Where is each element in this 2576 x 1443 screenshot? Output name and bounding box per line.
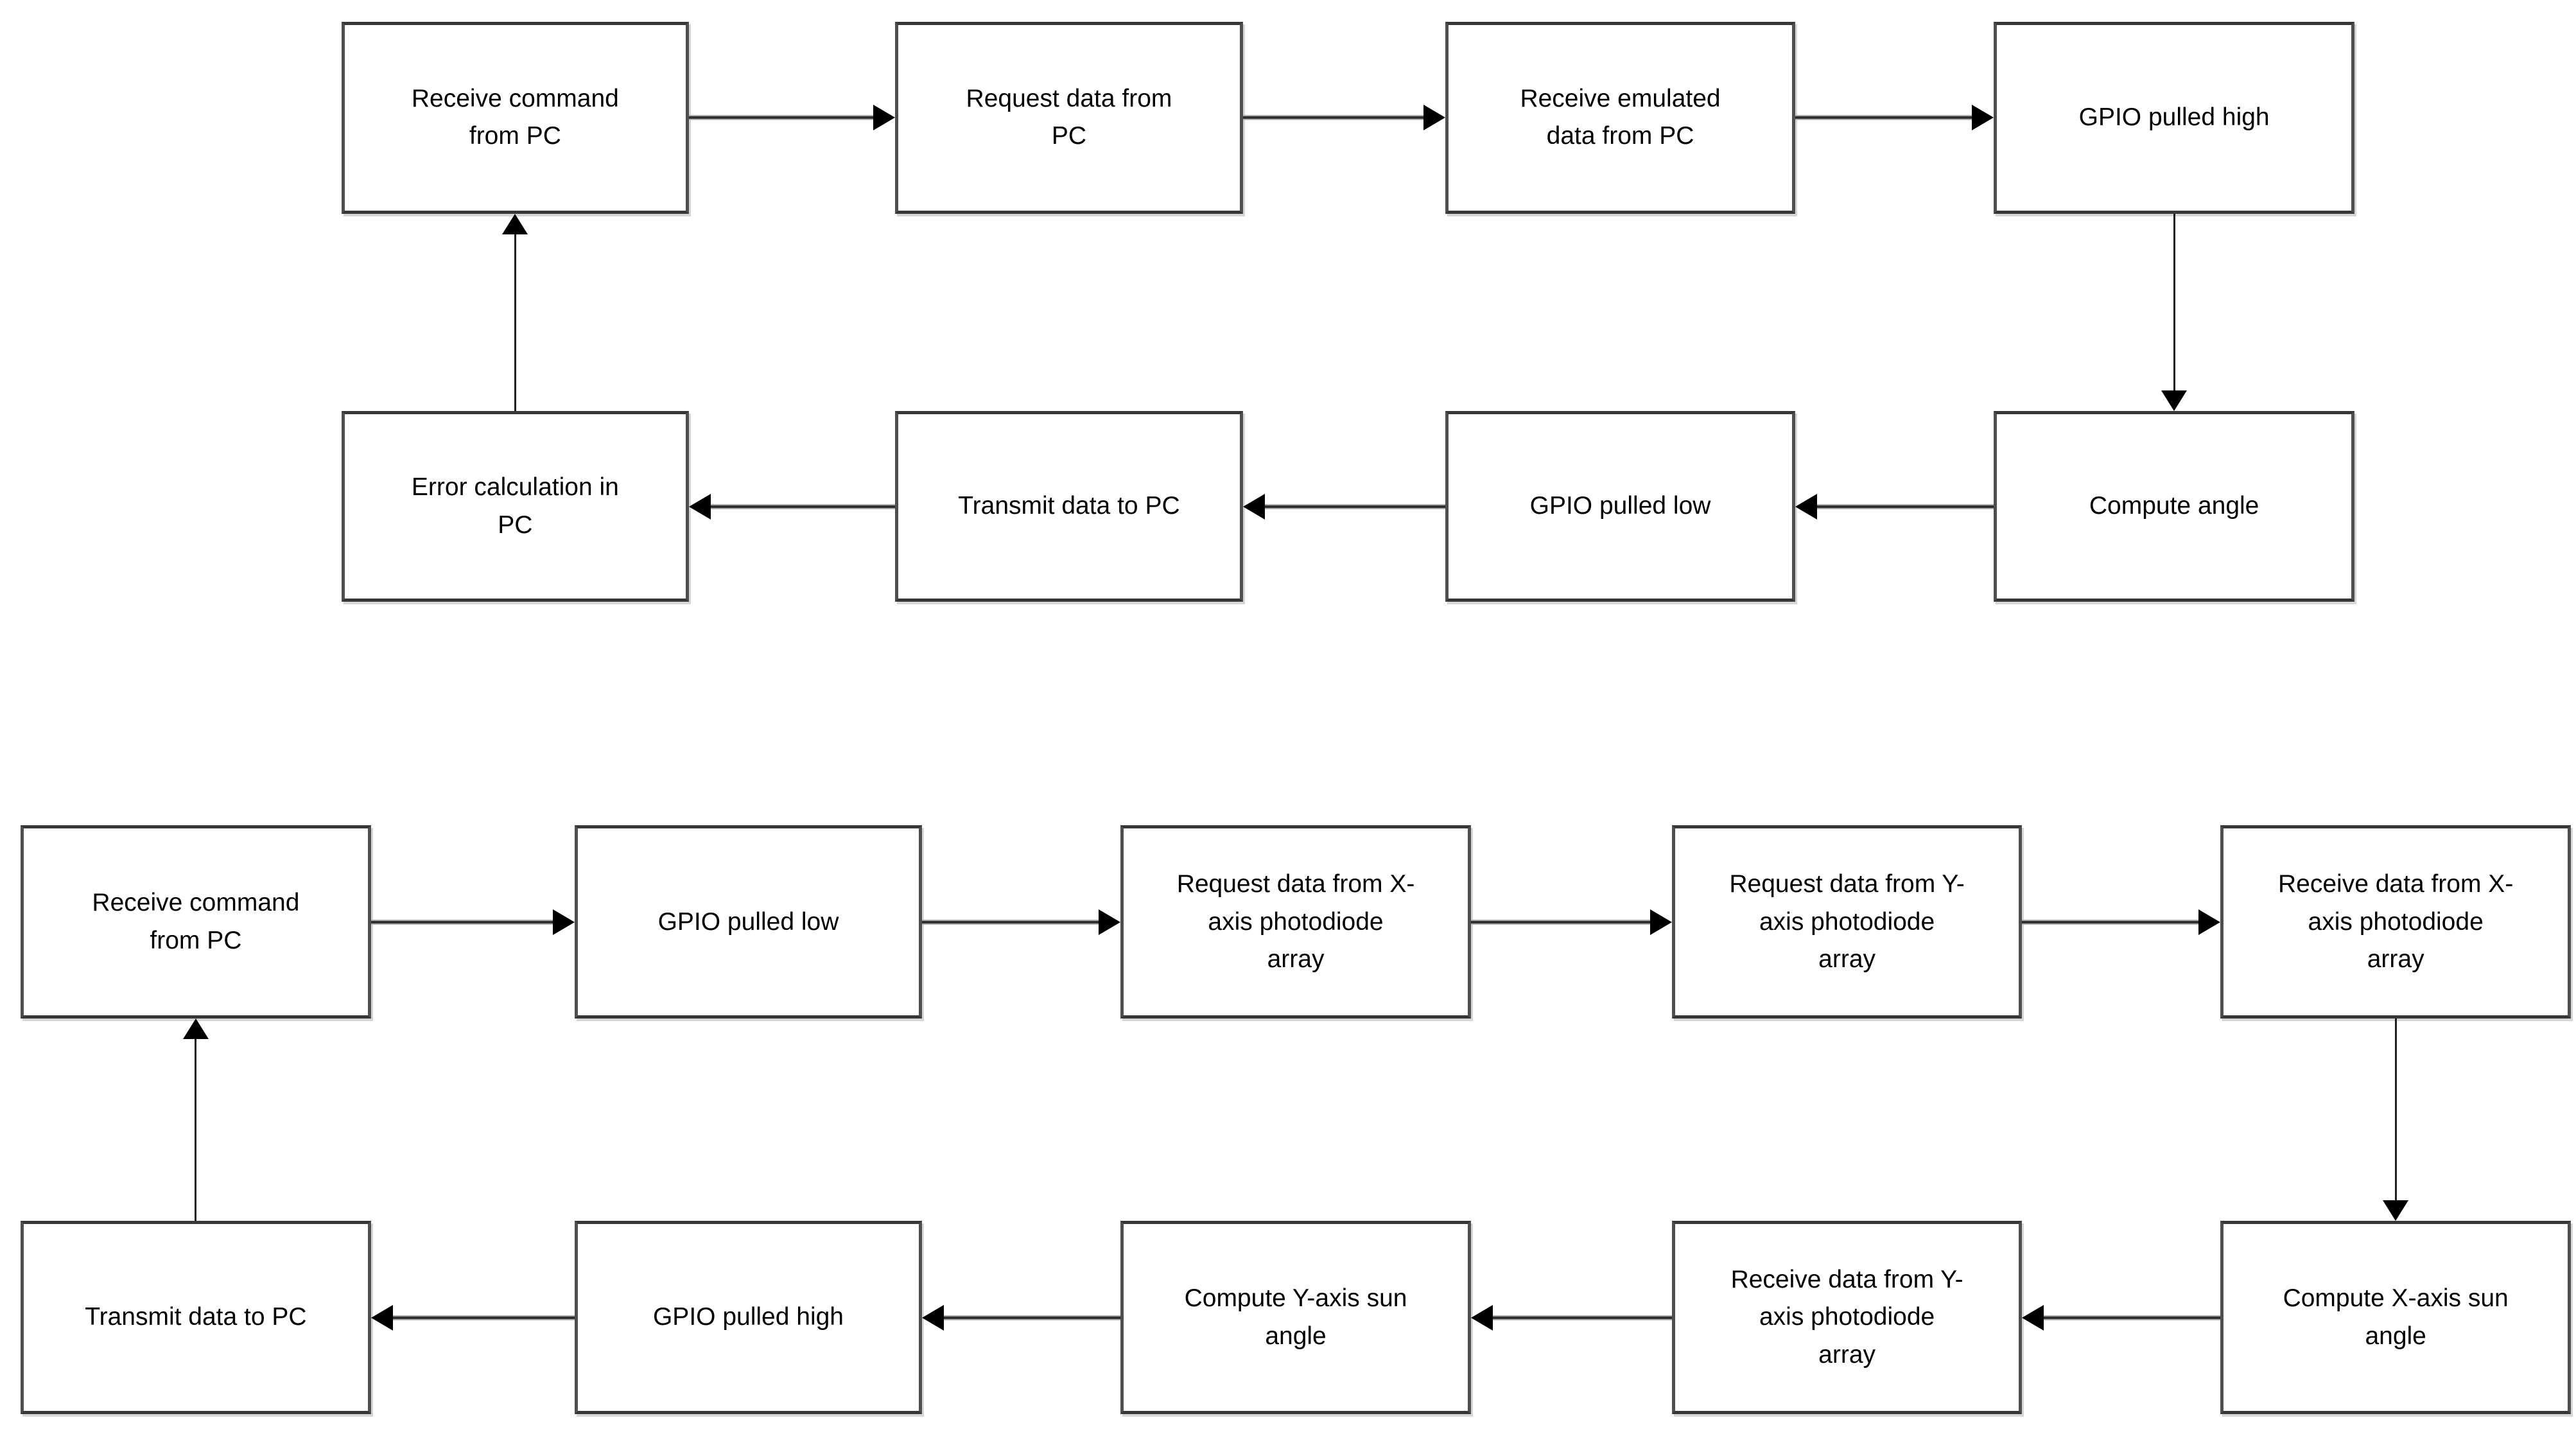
box-receive-command-from-pc-2: Receive command from PC [21,825,371,1019]
arrowhead-right-icon [1423,105,1445,131]
arrowhead-right-icon [1649,909,1672,935]
connector-arrow-left [1795,493,1994,520]
connector-arrow-left [1242,493,1445,520]
arrow-line [2044,1315,2221,1320]
arrow-line [392,1315,575,1320]
arrow-line [2022,919,2199,925]
box-receive-command-from-pc: Receive command from PC [341,21,690,214]
connector-arrow-right [1795,104,1994,131]
connector-arrow-right [1242,104,1445,131]
arrow-line [689,115,874,121]
box-request-data-y-axis: Request data from Y- axis photodiode arr… [1671,825,2023,1019]
connector-arrow-right [370,909,575,936]
arrowhead-right-icon [2198,909,2221,935]
box-error-calculation-in-pc: Error calculation in PC [341,411,690,602]
connector-arrow-right [922,909,1121,936]
arrowhead-left-icon [2022,1304,2044,1331]
arrow-line [1817,503,1994,509]
box-request-data-x-axis: Request data from X- axis photodiode arr… [1120,825,1471,1019]
connector-arrow-right [689,104,896,131]
connector-arrow-down [2160,213,2188,412]
connector-arrow-left [689,493,896,520]
arrowhead-left-icon [922,1304,944,1331]
arrowhead-right-icon [1972,105,1994,131]
box-receive-emulated-data-from-pc: Receive emulated data from PC [1445,21,1796,214]
arrow-line [1264,503,1445,509]
arrowhead-down-icon [2161,390,2188,412]
box-gpio-pulled-low: GPIO pulled low [1445,411,1796,602]
box-receive-data-y-axis: Receive data from Y- axis photodiode arr… [1671,1220,2023,1415]
box-transmit-data-to-pc-2: Transmit data to PC [21,1220,371,1415]
connector-arrow-down [2381,1019,2410,1221]
arrowhead-up-icon [502,213,528,234]
arrowhead-left-icon [1242,493,1265,520]
arrowhead-up-icon [182,1019,209,1040]
box-compute-x-axis-sun-angle: Compute X-axis sun angle [2220,1220,2571,1415]
box-gpio-pulled-low-2: GPIO pulled low [574,825,923,1019]
box-compute-angle: Compute angle [1994,411,2354,602]
box-request-data-from-pc: Request data from PC [895,21,1243,214]
arrowhead-right-icon [1099,909,1121,935]
box-transmit-data-to-pc: Transmit data to PC [895,411,1243,602]
arrowhead-left-icon [370,1304,393,1331]
arrowhead-down-icon [2383,1200,2409,1221]
connector-arrow-right [2022,909,2221,936]
arrow-line [1795,115,1972,121]
connector-arrow-up [182,1019,210,1221]
arrow-line [922,919,1099,925]
arrow-line [1242,115,1423,121]
connector-arrow-left [1470,1304,1672,1331]
arrowhead-left-icon [689,493,711,520]
arrow-line [370,919,553,925]
arrow-line [2173,213,2175,391]
arrowhead-right-icon [873,105,896,131]
arrow-line [1470,919,1650,925]
connector-arrow-right [1470,909,1672,936]
arrow-line [514,234,516,412]
arrow-line [711,503,896,509]
connector-arrow-left [922,1304,1121,1331]
arrow-line [944,1315,1121,1320]
connector-arrow-left [370,1304,575,1331]
box-gpio-pulled-high-2: GPIO pulled high [574,1220,923,1415]
box-gpio-pulled-high: GPIO pulled high [1994,21,2354,214]
arrowhead-left-icon [1795,493,1818,520]
connector-arrow-left [2022,1304,2221,1331]
arrowhead-left-icon [1470,1304,1493,1331]
arrow-line [2394,1019,2397,1200]
arrow-line [195,1039,197,1221]
connector-arrow-up [501,213,529,412]
box-compute-y-axis-sun-angle: Compute Y-axis sun angle [1120,1220,1471,1415]
arrow-line [1492,1315,1672,1320]
box-receive-data-x-axis: Receive data from X- axis photodiode arr… [2220,825,2571,1019]
arrowhead-right-icon [552,909,575,935]
